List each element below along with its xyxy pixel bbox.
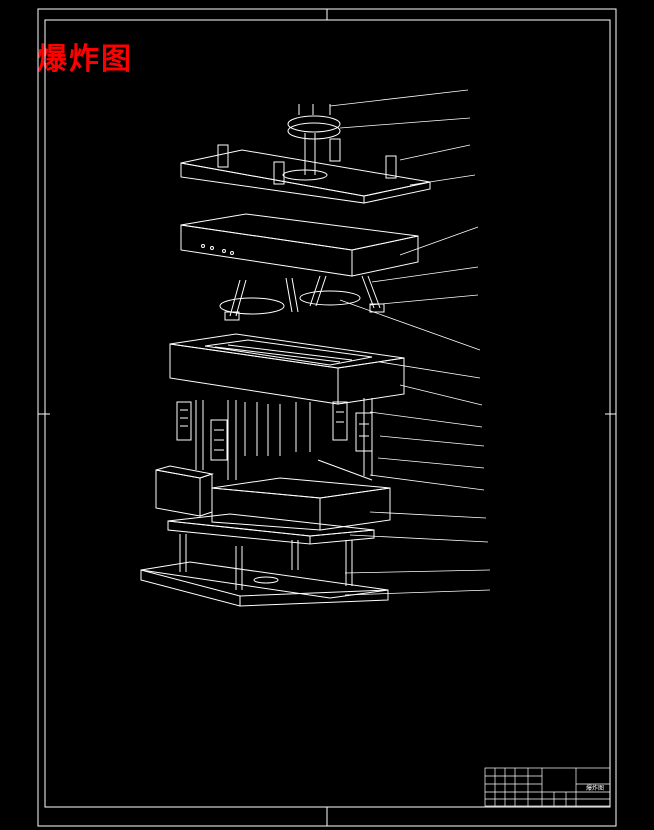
outer-border bbox=[37, 8, 617, 827]
ejector-pins bbox=[195, 398, 373, 480]
springs bbox=[176, 401, 373, 461]
a-plate bbox=[180, 213, 419, 277]
title-block bbox=[484, 767, 611, 807]
drawing-title: 爆炸图 bbox=[37, 42, 133, 77]
leader-lines bbox=[329, 89, 491, 596]
ejector-retainer bbox=[167, 513, 375, 545]
title-block-drawing-name: 爆炸图 bbox=[586, 784, 604, 792]
sprue-bushing bbox=[282, 104, 341, 181]
top-clamp-plate bbox=[180, 138, 431, 204]
b-plate bbox=[169, 333, 405, 405]
slide-cores bbox=[219, 275, 385, 321]
guide-posts bbox=[179, 534, 353, 590]
spacer-blocks bbox=[155, 465, 214, 517]
bottom-clamp-plate bbox=[140, 561, 389, 607]
ejector-plate bbox=[211, 459, 391, 531]
